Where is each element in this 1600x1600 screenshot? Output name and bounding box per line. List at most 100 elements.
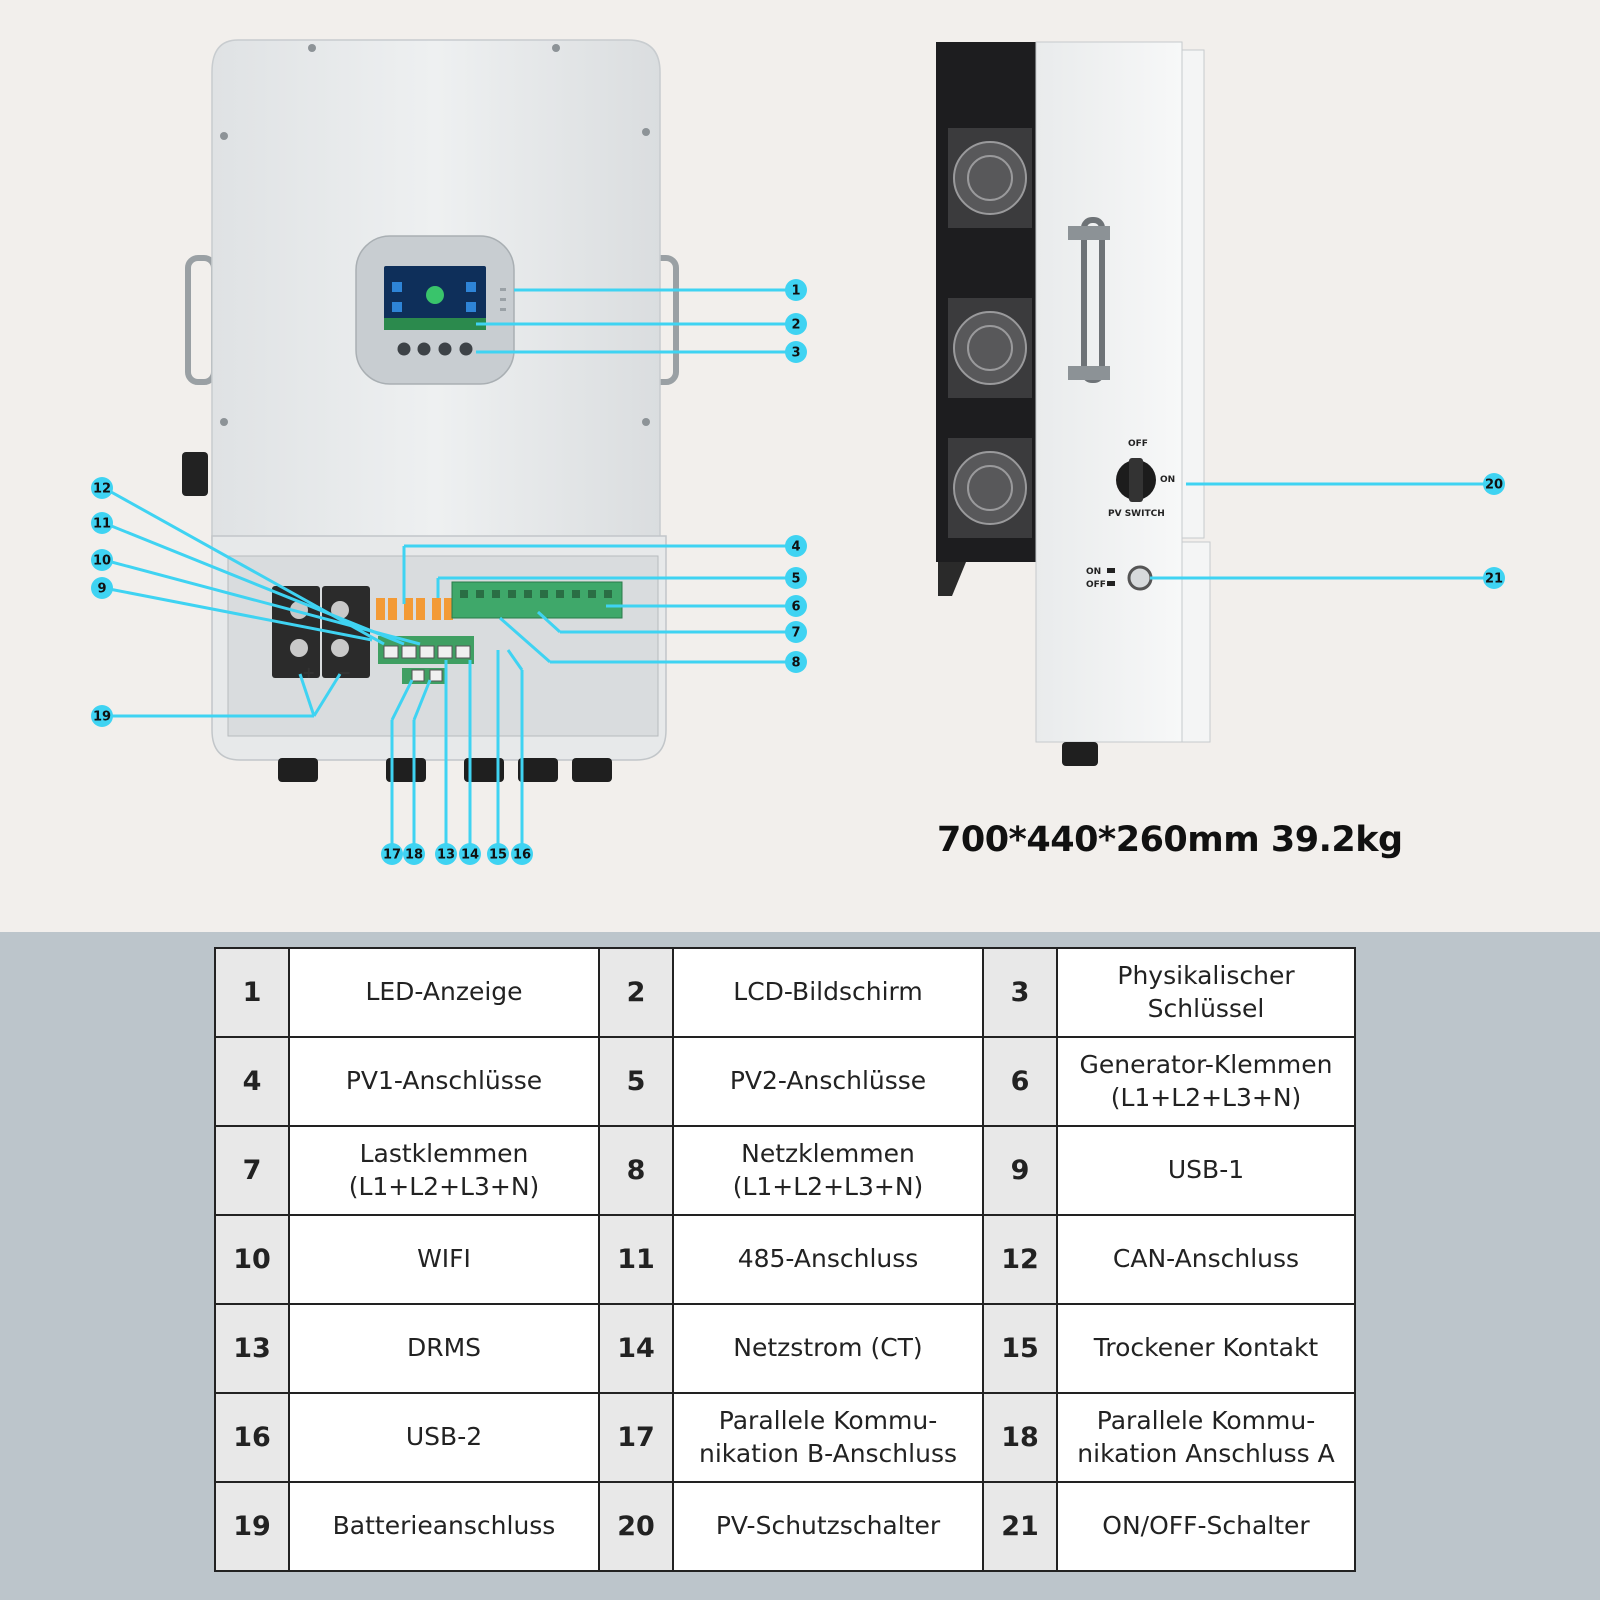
- callout-marker-number: 11: [93, 517, 111, 532]
- legend-number: 16: [214, 1392, 290, 1483]
- legend-number: 14: [598, 1303, 674, 1394]
- callout-marker-circle: [487, 843, 509, 865]
- front-view: + −: [182, 39, 679, 782]
- callout-marker: 12: [91, 477, 113, 499]
- rj45-ports: [383, 645, 471, 659]
- legend-number: 10: [214, 1214, 290, 1305]
- legend-number: 9: [982, 1125, 1058, 1216]
- callout-marker-circle: [785, 279, 807, 301]
- dimensions-label: 700*440*260mm 39.2kg: [937, 820, 1403, 860]
- callout-marker-circle: [91, 477, 113, 499]
- callout-marker: 8: [785, 651, 807, 673]
- legend-number: 4: [214, 1036, 290, 1127]
- callout-marker-number: 9: [97, 582, 106, 597]
- callout-marker: 11: [91, 512, 113, 534]
- callout-marker-number: 12: [93, 482, 111, 497]
- legend-label: WIFI: [288, 1214, 600, 1305]
- legend-number: 13: [214, 1303, 290, 1394]
- callout-marker-number: 16: [513, 848, 531, 863]
- callout-marker: 19: [91, 705, 113, 727]
- callout-marker-circle: [91, 512, 113, 534]
- legend-number: 6: [982, 1036, 1058, 1127]
- callout-marker-number: 18: [405, 848, 423, 863]
- legend-number: 19: [214, 1481, 290, 1572]
- pv-switch[interactable]: [1116, 458, 1156, 502]
- legend-label: Parallele Kommu- nikation Anschluss A: [1056, 1392, 1356, 1483]
- legend-number: 7: [214, 1125, 290, 1216]
- legend-number: 12: [982, 1214, 1058, 1305]
- callout-marker-circle: [785, 595, 807, 617]
- legend-label: ON/OFF-Schalter: [1056, 1481, 1356, 1572]
- lcd-status-icon: [426, 286, 444, 304]
- side-view: OFF ON PV SWITCH ON OFF: [936, 41, 1211, 766]
- legend-label: Netzklemmen (L1+L2+L3+N): [672, 1125, 984, 1216]
- legend-number: 2: [598, 947, 674, 1038]
- callout-marker-circle: [1483, 473, 1505, 495]
- side-connector: [182, 452, 208, 496]
- legend-number: 11: [598, 1214, 674, 1305]
- left-handle: [185, 255, 217, 385]
- callout-marker: 3: [785, 341, 807, 363]
- legend-number: 21: [982, 1481, 1058, 1572]
- ac-terminal-block: [451, 581, 623, 619]
- legend-number: 18: [982, 1392, 1058, 1483]
- callout-marker: 14: [459, 843, 481, 865]
- callout-marker: 10: [91, 549, 113, 571]
- inverter-diagram: + −: [91, 39, 1505, 865]
- pv-switch-off-label: OFF: [1128, 439, 1148, 449]
- callout-marker-number: 5: [791, 572, 800, 587]
- legend-number: 1: [214, 947, 290, 1038]
- legend-number: 20: [598, 1481, 674, 1572]
- callout-marker: 1: [785, 279, 807, 301]
- callout-marker-circle: [785, 621, 807, 643]
- legend-label: Trockener Kontakt: [1056, 1303, 1356, 1394]
- legend-label: USB-1: [1056, 1125, 1356, 1216]
- battery-minus-label: −: [338, 663, 351, 682]
- callout-marker-circle: [381, 843, 403, 865]
- callout-marker-circle: [785, 341, 807, 363]
- callout-marker: 2: [785, 313, 807, 335]
- callout-marker-circle: [1483, 567, 1505, 589]
- on-off-switch[interactable]: [1127, 565, 1153, 591]
- callout-marker-number: 8: [791, 656, 800, 671]
- callout-marker-circle: [435, 843, 457, 865]
- callout-marker-number: 19: [93, 710, 111, 725]
- legend-label: DRMS: [288, 1303, 600, 1394]
- callout-marker-number: 7: [791, 626, 800, 641]
- callout-marker-number: 14: [461, 848, 479, 863]
- cooling-fans: [948, 128, 1032, 538]
- legend-label: CAN-Anschluss: [1056, 1214, 1356, 1305]
- legend-label: Parallele Kommu- nikation B-Anschluss: [672, 1392, 984, 1483]
- callout-marker-circle: [403, 843, 425, 865]
- led-indicators: [500, 288, 506, 311]
- legend-label: PV-Schutzschalter: [672, 1481, 984, 1572]
- legend-label: Netzstrom (CT): [672, 1303, 984, 1394]
- physical-keys: [397, 342, 473, 356]
- callout-marker-number: 13: [437, 848, 455, 863]
- callout-marker: 17: [381, 843, 403, 865]
- legend-number: 15: [982, 1303, 1058, 1394]
- legend-label: USB-2: [288, 1392, 600, 1483]
- callout-marker: 16: [511, 843, 533, 865]
- side-housing: [1035, 41, 1183, 743]
- legend-label: LED-Anzeige: [288, 947, 600, 1038]
- callout-marker-circle: [785, 313, 807, 335]
- power-switch-off-label: OFF: [1086, 580, 1106, 590]
- battery-plus-label: +: [302, 663, 315, 682]
- callout-marker: 18: [403, 843, 425, 865]
- legend-label: Generator-Klemmen (L1+L2+L3+N): [1056, 1036, 1356, 1127]
- callout-lines: [103, 288, 1494, 854]
- legend-number: 8: [598, 1125, 674, 1216]
- legend-label: PV1-Anschlüsse: [288, 1036, 600, 1127]
- callout-marker: 15: [487, 843, 509, 865]
- callout-marker-number: 10: [93, 554, 111, 569]
- pv-switch-label: PV SWITCH: [1108, 509, 1165, 519]
- legend-label: Lastklemmen (L1+L2+L3+N): [288, 1125, 600, 1216]
- callout-marker: 7: [785, 621, 807, 643]
